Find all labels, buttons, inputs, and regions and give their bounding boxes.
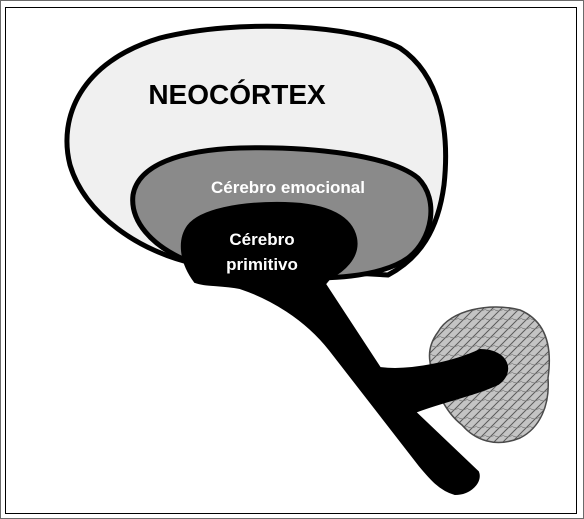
primitive-brain-label-line1: Cérebro — [229, 230, 294, 249]
neocortex-label: NEOCÓRTEX — [148, 79, 326, 110]
primitive-brain-label-line2: primitivo — [226, 255, 298, 274]
emotional-brain-label: Cérebro emocional — [211, 178, 365, 197]
primitive-brain-region — [180, 201, 509, 495]
